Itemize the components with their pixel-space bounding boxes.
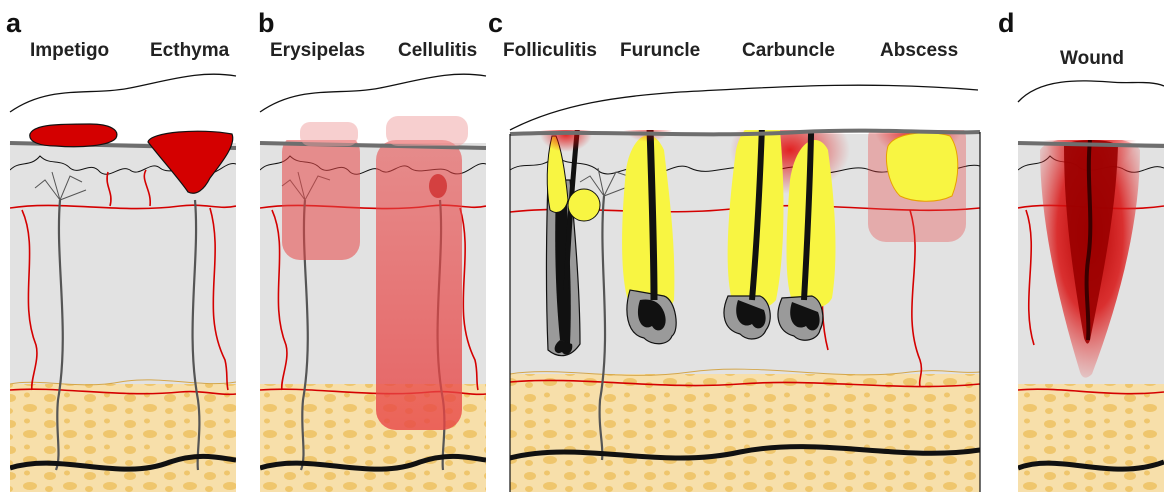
outline-curve-a [10,74,236,112]
label-wound: Wound [1060,48,1124,69]
cellulitis-area [376,140,462,430]
panel-letter-a: a [6,8,22,38]
panel-letter-d: d [998,8,1015,38]
panel-letter-c: c [488,8,503,38]
fat-layer-d [1018,384,1164,492]
panel-b: b Erysipelas Cellulitis [258,8,486,492]
abscess [868,98,966,242]
furuncle [620,60,676,344]
label-erysipelas: Erysipelas [270,40,365,61]
fat-layer-a [10,384,236,492]
impetigo-lesion [30,124,117,147]
panel-c: c Folliculitis Furuncle Carbuncle Absces… [488,8,980,492]
label-abscess: Abscess [880,40,958,61]
label-ecthyma: Ecthyma [150,40,230,61]
panel-a: a Impetigo Ecthyma [6,8,236,492]
label-cellulitis: Cellulitis [398,40,477,61]
label-furuncle: Furuncle [620,40,700,61]
fat-layer-c [510,374,980,492]
label-carbuncle: Carbuncle [742,40,835,61]
label-folliculitis: Folliculitis [503,40,597,61]
label-impetigo: Impetigo [30,40,109,61]
panel-d: d Wound [998,8,1164,492]
panel-letter-b: b [258,8,275,38]
erysipelas-area [282,134,360,260]
